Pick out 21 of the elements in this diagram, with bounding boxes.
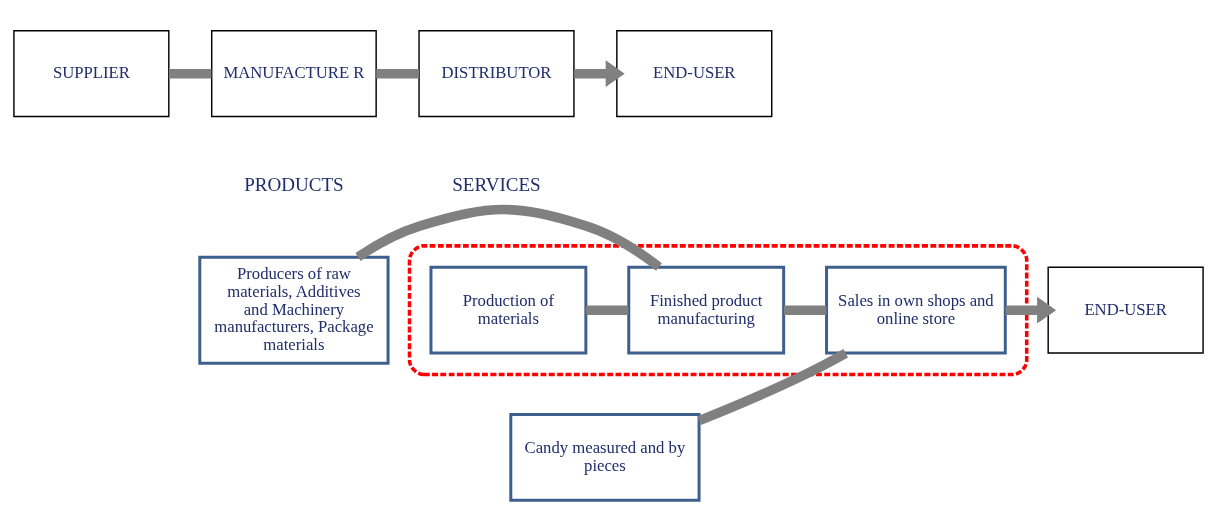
arrow <box>1005 296 1057 323</box>
connector <box>376 68 419 78</box>
connector <box>355 204 662 271</box>
node-box: Sales in own shops and online store <box>825 265 1007 355</box>
connector <box>697 348 849 425</box>
node-box: DISTRIBUTOR <box>418 29 575 117</box>
connector <box>784 304 827 315</box>
node-box: END-USER <box>1047 266 1204 354</box>
label: SERVICES <box>452 173 541 195</box>
node-box: MANUFACTURE R <box>211 29 377 117</box>
connector <box>586 304 629 315</box>
arrow <box>574 59 625 87</box>
cluster <box>407 243 1029 376</box>
node-box: SUPPLIER <box>13 29 170 117</box>
node-box: Producers of raw materials, Additives and Machinery manufacturers, Package materials <box>198 255 390 365</box>
node-box: Candy measured and by pieces <box>509 412 701 502</box>
connector <box>168 68 212 78</box>
node-box: END-USER <box>616 29 773 117</box>
node-box: Production of materials <box>429 265 588 355</box>
label: PRODUCTS <box>244 173 344 195</box>
node-box: Finished product manufacturing <box>627 265 786 355</box>
